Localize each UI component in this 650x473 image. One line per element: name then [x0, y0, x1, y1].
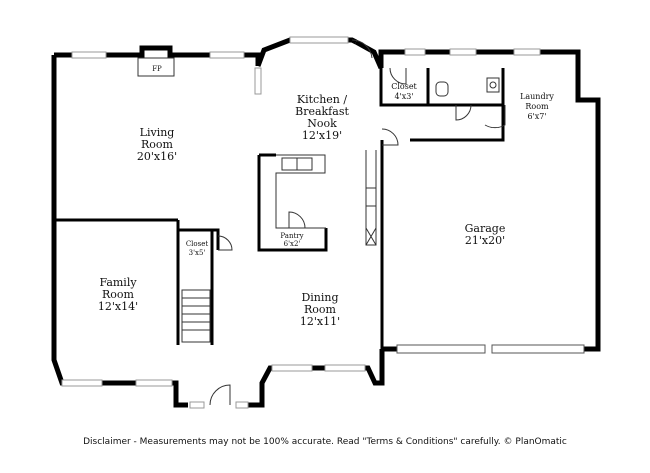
garage-name: Garage: [465, 222, 506, 235]
closet-upper-dims: 4'x3': [394, 92, 413, 101]
dining-name1: Dining: [301, 291, 338, 304]
toilet-icon: [435, 81, 449, 97]
windows: [61, 36, 541, 409]
pantry-dims: 6'x2': [284, 240, 301, 248]
bath-sink-icon: [486, 77, 500, 93]
kitchen-name3: Nook: [307, 117, 337, 130]
closet-upper-name: Closet: [391, 82, 417, 91]
garage-door-swing: [381, 128, 399, 146]
room-labels: Living Room 20'x16' FP Kitchen / Breakfa…: [98, 65, 555, 328]
pantry-name: Pantry: [280, 232, 303, 240]
closet-lower-name: Closet: [186, 240, 209, 248]
detail-lines: [137, 39, 506, 406]
laundry-dims: 6'x7': [527, 112, 546, 121]
fireplace: [137, 57, 175, 77]
kitchen-bay-door: [351, 39, 373, 59]
exterior-walls: [51, 37, 601, 408]
closet-door: [217, 235, 233, 251]
laundry-name2: Room: [525, 102, 549, 111]
range-icon: [365, 187, 377, 207]
living-name2: Room: [141, 138, 174, 151]
kitchen-dims: 12'x19': [302, 129, 342, 142]
laundry-door: [484, 105, 506, 129]
living-dims: 20'x16': [137, 150, 177, 163]
kitchen-name2: Breakfast: [295, 105, 349, 118]
bath-door: [455, 104, 472, 121]
living-name1: Living: [140, 126, 175, 139]
laundry-name1: Laundry: [520, 92, 554, 101]
garage-dims: 21'x20': [465, 234, 505, 247]
dining-dims: 12'x11': [300, 315, 340, 328]
family-name2: Room: [102, 288, 135, 301]
disclaimer-text: Disclaimer - Measurements may not be 100…: [83, 437, 567, 447]
kitchen-name1: Kitchen /: [297, 93, 347, 106]
garage-doors: [396, 344, 585, 354]
dining-name2: Room: [304, 303, 337, 316]
stairs: [181, 289, 211, 343]
pantry-door: [288, 211, 306, 229]
closet-upper-door: [389, 67, 407, 85]
entry-door: [209, 384, 231, 406]
interior-walls: [54, 68, 505, 349]
closet-lower-dims: 3'x5': [189, 249, 206, 257]
family-dims: 12'x14': [98, 300, 138, 313]
fireplace-label: FP: [152, 65, 162, 73]
family-name1: Family: [99, 276, 137, 289]
